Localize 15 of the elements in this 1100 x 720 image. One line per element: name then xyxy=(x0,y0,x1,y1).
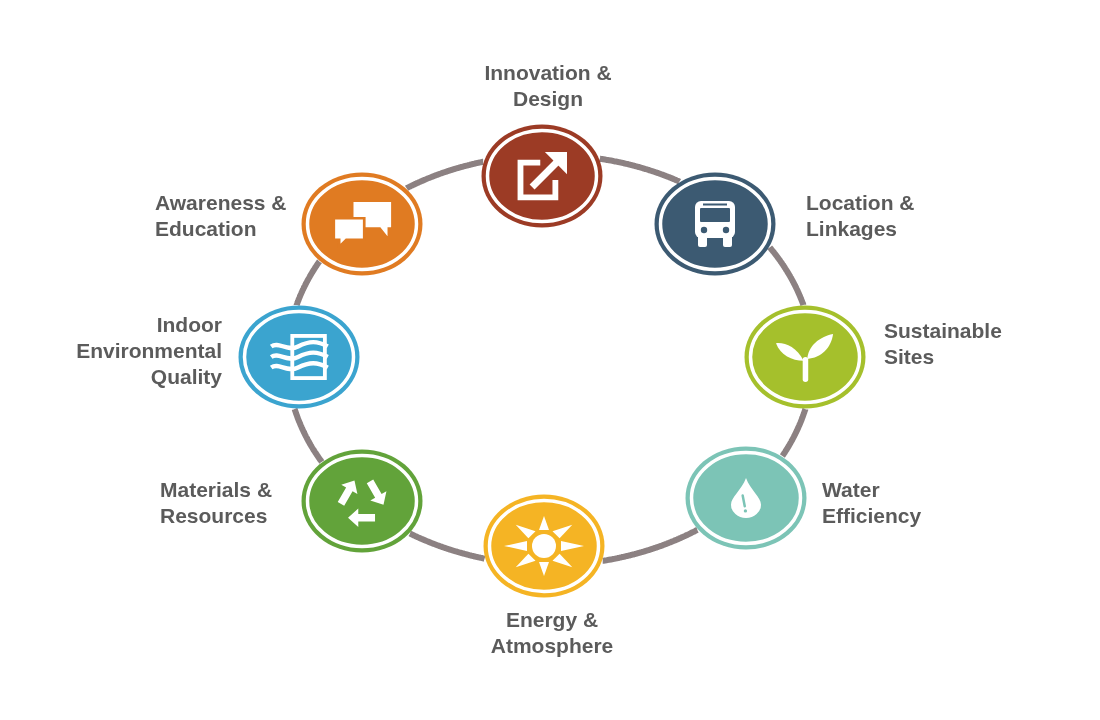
ring-connector xyxy=(293,258,323,308)
ring-connector xyxy=(600,526,701,564)
ring-connector xyxy=(403,158,486,191)
category-label: Water Efficiency xyxy=(822,477,923,529)
category-label: Sustainable Sites xyxy=(884,318,1003,370)
category-label: Awareness & Education xyxy=(155,190,288,242)
ring-connector xyxy=(597,155,683,185)
ring-connector xyxy=(779,406,809,459)
category-label: Materials & Resources xyxy=(160,477,274,529)
category-label: Innovation & Design xyxy=(483,60,613,112)
category-label: Energy & Atmosphere xyxy=(489,607,615,659)
ring-connector xyxy=(291,406,325,465)
ring-connector xyxy=(766,244,807,308)
category-label: Indoor Environmental Quality xyxy=(75,312,222,390)
category-label: Location & Linkages xyxy=(806,190,916,242)
